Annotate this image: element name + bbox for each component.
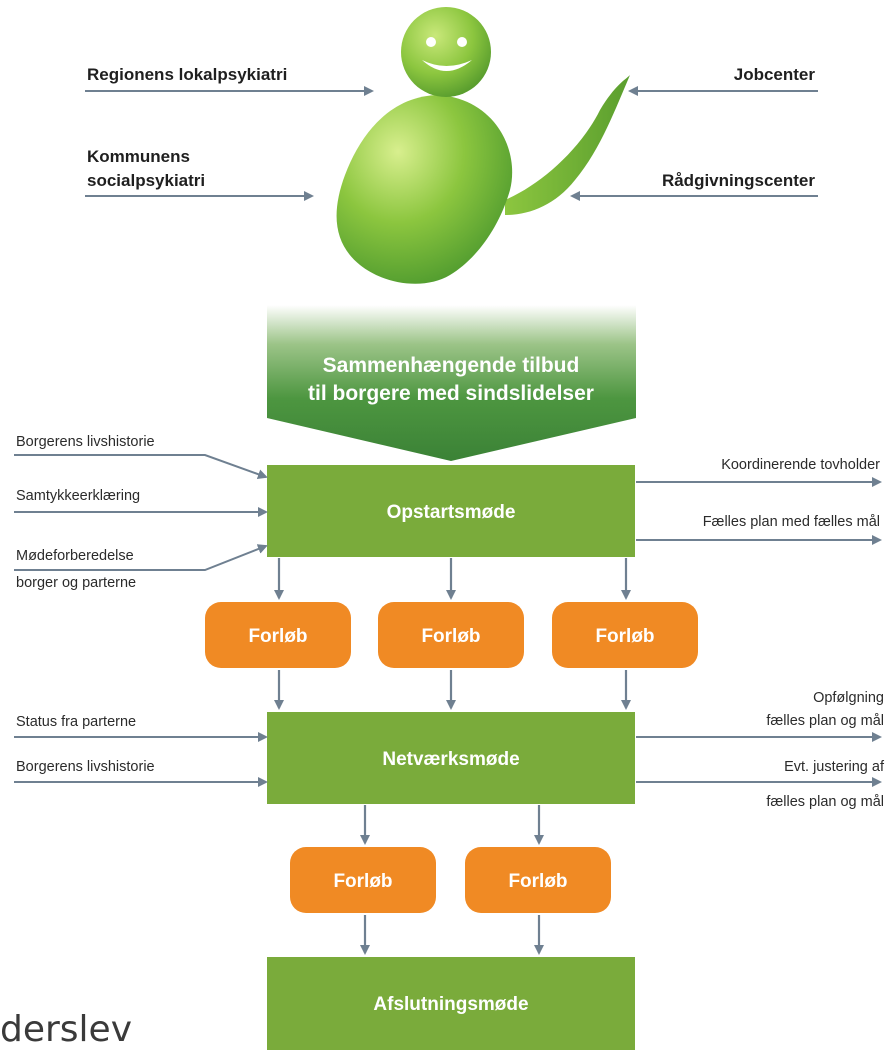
forloeb-label-3: Forløb — [595, 626, 654, 647]
label-raadgivningscenter: Rådgivningscenter — [662, 171, 815, 190]
opstart-input-samtykke: Samtykkeerklæring — [16, 488, 140, 504]
afslutningsmode-title: Afslutningsmøde — [373, 994, 528, 1015]
opstart-output-faelles-plan: Fælles plan med fælles mål — [703, 514, 880, 530]
opstart-output-tovholder: Koordinerende tovholder — [721, 457, 880, 473]
label-kommunens-line1: Kommunens — [87, 147, 190, 166]
watermark-text: derslev — [0, 1009, 132, 1050]
arrow-opstart-modeforberedelse — [14, 544, 268, 571]
main-banner-arrow — [267, 305, 636, 461]
netvaerk-output-opfoelgning: Opfølgning — [813, 690, 884, 706]
opstart-input-livshistorie: Borgerens livshistorie — [16, 434, 155, 450]
arrow-opstart-livshistorie — [14, 454, 268, 479]
forloeb-label-2: Forløb — [421, 626, 480, 647]
forloeb-label-1: Forløb — [248, 626, 307, 647]
forloeb-box-3 — [552, 602, 698, 668]
banner-line2: til borgere med sindslidelser — [308, 382, 594, 405]
afslutningsmode-box — [267, 957, 635, 1050]
forloeb-box-4 — [290, 847, 436, 913]
forloeb-box-2 — [378, 602, 524, 668]
banner-line1: Sammenhængende tilbud — [323, 354, 580, 377]
netvaerksmode-title: Netværksmøde — [382, 749, 519, 770]
opstartsmode-box — [267, 465, 635, 557]
netvaerksmode-box — [267, 712, 635, 804]
opstart-input-borger-parterne: borger og parterne — [16, 575, 136, 591]
forloeb-box-5 — [465, 847, 611, 913]
mascot-figure-icon — [336, 7, 630, 284]
netvaerk-input-livshistorie: Borgerens livshistorie — [16, 759, 155, 775]
opstartsmode-title: Opstartsmøde — [387, 502, 516, 523]
netvaerk-output-faelles-plan-2: fælles plan og mål — [766, 794, 884, 810]
forloeb-box-1 — [205, 602, 351, 668]
label-kommunens-line2: socialpsykiatri — [87, 171, 205, 190]
label-jobcenter: Jobcenter — [734, 65, 816, 84]
netvaerk-input-status: Status fra parterne — [16, 714, 136, 730]
forloeb-label-5: Forløb — [508, 871, 567, 892]
label-regionens-lokalpsykiatri: Regionens lokalpsykiatri — [87, 65, 287, 84]
opstart-input-modeforberedelse: Mødeforberedelse — [16, 548, 134, 564]
netvaerk-output-justering: Evt. justering af — [784, 759, 885, 775]
netvaerk-output-faelles-plan-1: fælles plan og mål — [766, 713, 884, 729]
forloeb-label-4: Forløb — [333, 871, 392, 892]
